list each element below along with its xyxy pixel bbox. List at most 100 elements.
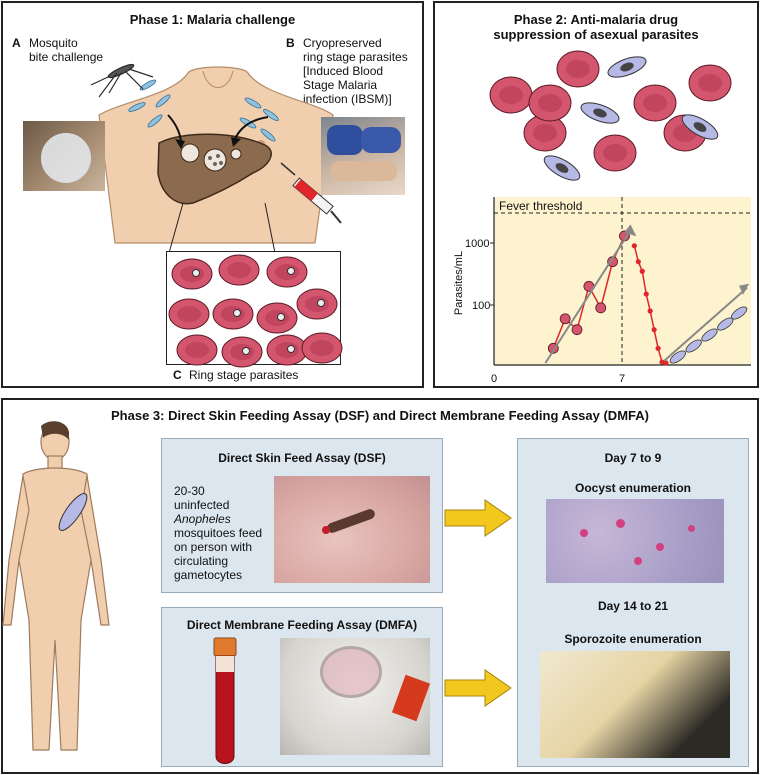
red-blood-cell: [523, 114, 567, 152]
red-blood-cell: [528, 84, 572, 122]
dsf-text-1: 20-30: [174, 484, 205, 498]
asexual-parasite-cells: [489, 50, 732, 181]
ring-stage-cells: [168, 254, 343, 368]
fever-threshold-label: Fever threshold: [499, 199, 583, 213]
phase3-title: Phase 3: Direct Skin Feeding Assay (DSF)…: [111, 408, 649, 423]
parasite-point: [655, 345, 661, 351]
phase2-title-line2: suppression of asexual parasites: [493, 27, 699, 42]
oocyst-label: Oocyst enumeration: [574, 481, 692, 495]
blood-tube-icon: [213, 637, 237, 764]
gametocyte-marker: [701, 328, 718, 342]
label-b-line2: ring stage parasites: [303, 50, 408, 64]
parasite-point: [643, 291, 649, 297]
label-a-line2: bite challenge: [29, 50, 104, 64]
red-blood-cell: [212, 298, 254, 330]
rise-arrow: [544, 229, 632, 364]
letter-a: A: [12, 36, 21, 50]
red-blood-cell: [171, 258, 213, 290]
syringe-icon: [280, 162, 342, 224]
photo-mosquito-cup: [23, 121, 105, 191]
gametocyte-marker: [685, 339, 702, 353]
letter-c: C: [173, 368, 182, 382]
gametocyte-cell: [580, 102, 620, 124]
gametocyte-marker: [669, 350, 686, 364]
red-blood-cell: [633, 84, 677, 122]
photo-injection: [321, 117, 405, 195]
day-7-9: Day 7 to 9: [604, 451, 662, 465]
rise-arrowhead: [624, 224, 637, 237]
parasite-point: [559, 313, 571, 325]
gametocyte-arrow: [663, 286, 748, 362]
parasite-point: [651, 327, 657, 333]
parasite-point: [659, 359, 665, 365]
gametocyte-cell: [681, 114, 719, 140]
phase1-panel: Phase 1: Malaria challenge A Mosquito bi…: [1, 1, 424, 388]
label-a-line1: Mosquito: [29, 36, 78, 50]
results-box: Day 7 to 9 Oocyst enumeration Day 14 to …: [517, 438, 749, 767]
human-figure: [2, 421, 110, 751]
red-blood-cell: [688, 64, 732, 102]
phase2-panel: Phase 2: Anti-malaria drug suppression o…: [433, 1, 759, 388]
label-b-line5: infection (IBSM)]: [303, 92, 392, 106]
phase3-panel: Phase 3: Direct Skin Feeding Assay (DSF)…: [1, 398, 759, 774]
sporozoite-label: Sporozoite enumeration: [564, 632, 702, 646]
arrow-dmfa: [444, 669, 512, 707]
arrow-dsf: [444, 499, 512, 537]
photo-oocysts: [546, 499, 724, 583]
parasite-point: [639, 268, 645, 274]
dsf-text-2: uninfected: [174, 498, 230, 512]
gametocyte-arrowhead: [739, 283, 750, 295]
red-blood-cell: [556, 50, 600, 88]
dsf-text-7: gametocytes: [174, 568, 243, 582]
gametocyte-cell: [607, 56, 647, 78]
day-14-21: Day 14 to 21: [597, 599, 669, 613]
photo-sporozoites: [540, 651, 730, 758]
gametocyte-icon: [58, 493, 88, 531]
red-blood-cell: [266, 256, 308, 288]
label-b-line1: Cryopreserved: [303, 36, 382, 50]
red-blood-cell: [176, 334, 218, 366]
dsf-text-5: on person with: [174, 540, 253, 554]
dsf-title: Direct Skin Feed Assay (DSF): [218, 451, 386, 465]
mosquito-icon: [90, 63, 154, 98]
parasite-point: [571, 324, 583, 336]
y-axis-label: Parasites/mL: [453, 250, 466, 316]
torso-illustration: [90, 63, 342, 254]
red-blood-cell: [221, 336, 263, 368]
photo-membrane-feed: [280, 638, 430, 755]
red-blood-cell: [593, 134, 637, 172]
ring-stage-inset: [166, 251, 343, 368]
red-blood-cell: [168, 298, 210, 330]
parasite-point: [663, 360, 669, 366]
red-blood-cell: [256, 302, 298, 334]
dsf-box: Direct Skin Feed Assay (DSF) 20-30 uninf…: [161, 438, 443, 593]
y-tick-100: 100: [472, 300, 491, 312]
label-b-line4: Stage Malaria: [303, 78, 378, 92]
phase1-title: Phase 1: Malaria challenge: [129, 12, 296, 27]
label-b-line3: [Induced Blood: [303, 64, 384, 78]
dsf-text-4: mosquitoes feed: [174, 526, 263, 540]
x-tick-7: 7: [619, 373, 626, 385]
phase2-title-line1: Phase 2: Anti-malaria drug: [513, 12, 679, 27]
letter-b: B: [286, 36, 295, 50]
red-blood-cell: [218, 254, 260, 286]
dsf-text-6: circulating: [174, 554, 229, 568]
parasite-chart: [490, 197, 751, 366]
red-blood-cell: [663, 114, 707, 152]
dmfa-box: Direct Membrane Feeding Assay (DMFA): [161, 607, 443, 767]
x-tick-0: 0: [491, 373, 498, 385]
parasite-point: [635, 259, 641, 265]
y-tick-1000: 1000: [465, 238, 490, 250]
red-blood-cell: [296, 288, 338, 320]
parasite-point: [595, 302, 607, 314]
red-blood-cell: [301, 332, 343, 364]
parasite-point: [631, 243, 637, 249]
gametocyte-marker: [731, 306, 748, 320]
photo-skin-feed: [274, 476, 430, 583]
gametocyte-cell: [543, 155, 581, 181]
red-blood-cell: [489, 76, 533, 114]
parasite-point: [647, 308, 653, 314]
red-blood-cell: [266, 334, 308, 366]
label-c: Ring stage parasites: [189, 368, 299, 382]
dsf-text-3: Anopheles: [174, 512, 231, 526]
